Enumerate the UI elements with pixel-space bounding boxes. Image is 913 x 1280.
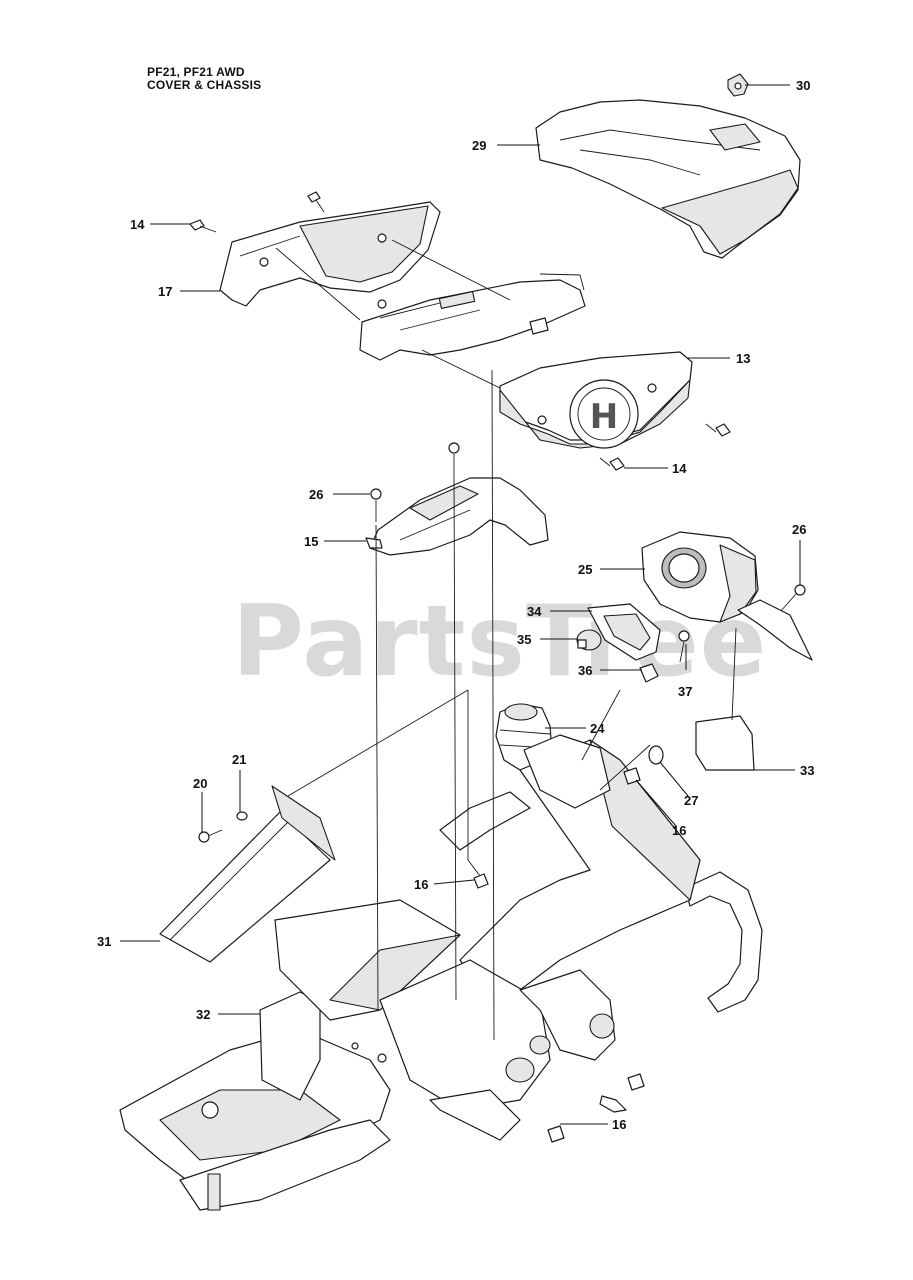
title-line-model: PF21, PF21 AWD: [147, 65, 245, 79]
dash-bracket: [359, 279, 586, 361]
chassis-frame: [119, 734, 763, 1211]
part-36-clip[interactable]: [639, 663, 659, 683]
part-35-bulb[interactable]: [576, 629, 602, 651]
callout-24[interactable]: 24: [590, 721, 605, 736]
callout-17[interactable]: 17: [158, 284, 172, 299]
part-26-screw-right[interactable]: [779, 584, 806, 613]
callout-36[interactable]: 36: [578, 663, 592, 678]
callout-21[interactable]: 21: [232, 752, 246, 767]
callout-27[interactable]: 27: [684, 793, 698, 808]
part-29-seat[interactable]: [535, 99, 801, 259]
part-31-floor-plate[interactable]: [159, 785, 336, 963]
callout-15[interactable]: 15: [304, 534, 318, 549]
callout-33[interactable]: 33: [800, 763, 814, 778]
part-34-lamp-housing[interactable]: [587, 603, 661, 661]
part-37-screw[interactable]: [678, 630, 690, 663]
part-25-steering-shroud[interactable]: [641, 531, 759, 623]
part-17-rear-cover[interactable]: [219, 201, 441, 307]
part-21-washer[interactable]: [236, 811, 248, 821]
callout-13[interactable]: 13: [736, 351, 750, 366]
diagram-title: PF21, PF21 AWD COVER & CHASSIS: [147, 66, 261, 92]
callout-leaders: [120, 84, 801, 1125]
svg-text:H: H: [590, 397, 618, 437]
part-13-front-cover[interactable]: H: [499, 351, 693, 449]
callout-30[interactable]: 30: [796, 78, 810, 93]
callout-25[interactable]: 25: [578, 562, 592, 577]
part-30-seat-latch[interactable]: [727, 73, 749, 97]
callout-14-lower[interactable]: 14: [672, 461, 687, 476]
callout-26-left[interactable]: 26: [309, 487, 323, 502]
callout-35[interactable]: 35: [517, 632, 531, 647]
callout-14-upper[interactable]: 14: [130, 217, 145, 232]
callout-labels: 30 29 14 17 13 14 26 15 26 25 34 35 36 3…: [97, 78, 814, 1132]
callout-26-right[interactable]: 26: [792, 522, 806, 537]
callout-31[interactable]: 31: [97, 934, 111, 949]
screws-15: [370, 442, 460, 522]
title-line-section: COVER & CHASSIS: [147, 78, 262, 92]
part-20-screw[interactable]: [198, 829, 223, 843]
shroud-bracket: [737, 599, 813, 661]
part-33-panel[interactable]: [695, 715, 755, 771]
assembly-lines: [275, 239, 737, 1041]
part-27-bushing[interactable]: [648, 745, 664, 765]
callout-37[interactable]: 37: [678, 684, 692, 699]
callout-32[interactable]: 32: [196, 1007, 210, 1022]
callout-29[interactable]: 29: [472, 138, 486, 153]
part-15-console-cover[interactable]: [365, 477, 549, 556]
bottom-bolt: [599, 1095, 627, 1113]
callout-16-center[interactable]: 16: [414, 877, 428, 892]
screws-top: [189, 191, 731, 471]
callout-20[interactable]: 20: [193, 776, 207, 791]
callout-16-bottom[interactable]: 16: [612, 1117, 626, 1132]
part-16-clips: [473, 767, 645, 1143]
callout-34[interactable]: 34: [527, 604, 542, 619]
callout-16-right[interactable]: 16: [672, 823, 686, 838]
